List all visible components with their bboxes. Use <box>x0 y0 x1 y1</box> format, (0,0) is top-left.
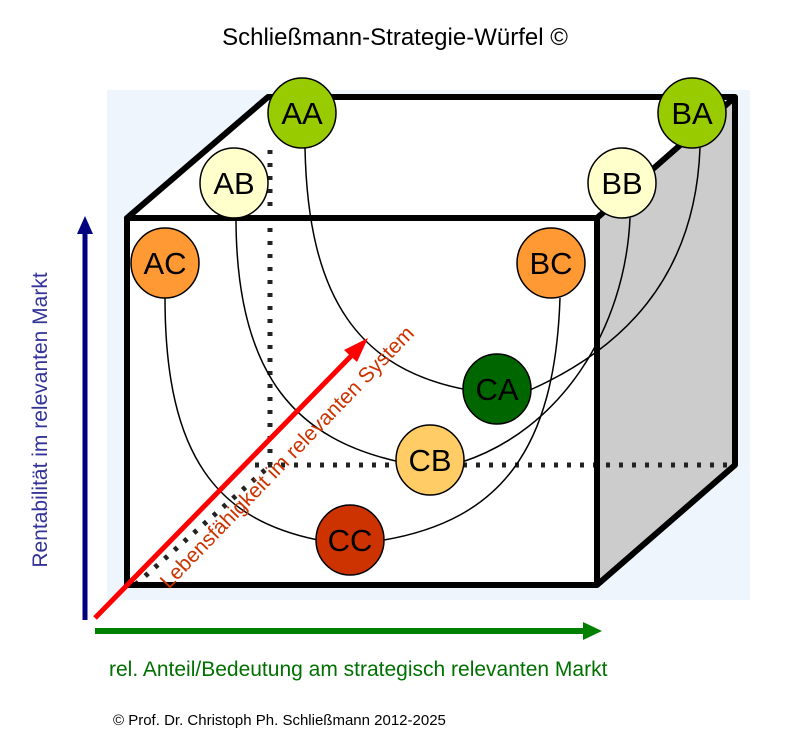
y-axis-arrowhead <box>77 216 93 234</box>
curve-ba-ca <box>529 147 701 391</box>
x-axis-arrowhead <box>583 622 602 640</box>
node-circle <box>199 147 269 219</box>
node-circle <box>267 77 337 149</box>
node-label: BC <box>529 246 572 281</box>
node-ca: CA <box>462 353 532 425</box>
node-label: BA <box>671 96 713 131</box>
node-aa: AA <box>267 77 337 149</box>
node-label: CB <box>408 443 451 478</box>
curve-bb-cb <box>461 217 631 463</box>
node-label: AC <box>143 246 186 281</box>
connection-curves <box>164 147 701 541</box>
node-ac: AC <box>130 227 200 299</box>
node-label: AA <box>281 96 323 131</box>
node-label: CC <box>328 523 373 558</box>
node-bc: BC <box>516 227 586 299</box>
copyright-notice: © Prof. Dr. Christoph Ph. Schließmann 20… <box>113 712 446 729</box>
x-axis-label: rel. Anteil/Bedeutung am strategisch rel… <box>109 658 608 681</box>
cube-edges <box>124 94 738 588</box>
cube-hidden-edges <box>133 150 735 587</box>
y-axis-label: Rentabilität im relevanten Markt <box>29 272 52 567</box>
z-axis-arrow <box>93 350 357 620</box>
node-circle <box>315 504 385 576</box>
diagram-title: Schließmann-Strategie-Würfel © <box>222 24 568 51</box>
node-circle <box>587 147 657 219</box>
node-circle <box>462 353 532 425</box>
node-ab: AB <box>199 147 269 219</box>
curve-ab-cb <box>235 217 401 463</box>
curve-aa-ca <box>304 147 469 391</box>
z-axis-arrowhead <box>344 338 368 362</box>
node-circle <box>657 77 727 149</box>
node-label: CA <box>475 372 518 407</box>
node-circle <box>395 424 465 496</box>
node-ba: BA <box>657 77 727 149</box>
node-circle <box>130 227 200 299</box>
node-cb: CB <box>395 424 465 496</box>
node-bb: BB <box>587 147 657 219</box>
node-circle <box>516 227 586 299</box>
node-label: BB <box>601 166 642 201</box>
curve-ac-cc <box>164 297 319 541</box>
node-label: AB <box>213 166 254 201</box>
node-cc: CC <box>315 504 385 576</box>
curve-bc-cc <box>383 297 561 541</box>
node-group: AA BA AB BB AC BC CA CB CC <box>130 77 727 576</box>
